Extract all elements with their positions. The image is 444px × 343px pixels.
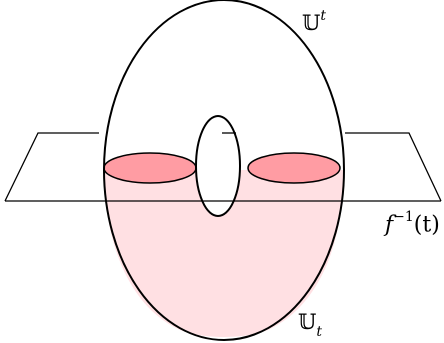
plane-back-right-edge: [345, 132, 442, 202]
level-set-plane-label: f−1(t): [385, 209, 440, 238]
cross-section-left: [103, 152, 197, 184]
hole-lower-fill: [197, 170, 239, 215]
torus-inner-hole: [195, 115, 241, 217]
upper-level-set-symbol: 𝕌: [302, 11, 321, 35]
torus-outer-boundary: [103, 0, 345, 341]
level-set-argument: (t): [413, 212, 440, 238]
level-set-exponent: −1: [393, 209, 414, 225]
lower-region-fill: [104, 170, 344, 337]
lower-level-set-label: 𝕌t: [298, 310, 322, 341]
cross-section-right: [247, 152, 341, 184]
lower-level-set-symbol: 𝕌: [298, 310, 317, 334]
upper-level-set-superscript: t: [320, 8, 326, 24]
level-set-function: f: [385, 212, 394, 238]
lower-level-set-subscript: t: [316, 324, 322, 341]
plane-back-left-edge: [4, 132, 99, 202]
upper-level-set-label: 𝕌t: [302, 8, 326, 35]
